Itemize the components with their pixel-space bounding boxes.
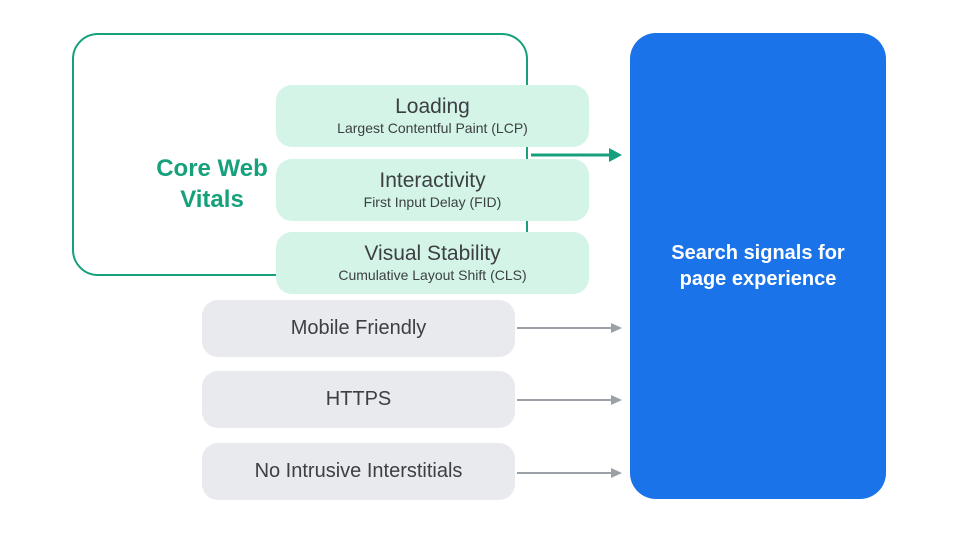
core-web-vitals-item-interactivity: Interactivity First Input Delay (FID) (276, 159, 589, 221)
arrow-https-to-result (517, 394, 622, 406)
loading-title: Loading (395, 95, 470, 119)
signal-no-intrusive-interstitials: No Intrusive Interstitials (202, 443, 515, 500)
signal-mobile-friendly: Mobile Friendly (202, 300, 515, 357)
loading-subtitle: Largest Contentful Paint (LCP) (337, 120, 528, 137)
no-intrusive-interstitials-label: No Intrusive Interstitials (254, 460, 463, 482)
visual-stability-title: Visual Stability (364, 242, 501, 266)
search-signals-result-box: Search signals for page experience (630, 33, 886, 499)
signal-https: HTTPS (202, 371, 515, 428)
search-signals-label: Search signals for page experience (671, 242, 845, 290)
core-web-vitals-group-box: Core Web Vitals Loading Largest Contentf… (72, 33, 589, 294)
arrow-line (531, 153, 611, 157)
arrow-mobile-friendly-to-result (517, 322, 622, 334)
interactivity-subtitle: First Input Delay (FID) (363, 194, 502, 211)
arrow-head-icon (611, 468, 622, 478)
arrow-head-icon (611, 395, 622, 405)
mobile-friendly-label: Mobile Friendly (290, 317, 427, 339)
core-web-vitals-label: Core Web Vitals (156, 155, 268, 214)
arrow-no-intrusive-interstitials-to-result (517, 467, 622, 479)
interactivity-title: Interactivity (379, 169, 486, 193)
arrow-head-icon (611, 323, 622, 333)
visual-stability-subtitle: Cumulative Layout Shift (CLS) (338, 267, 527, 284)
arrow-line (517, 327, 613, 329)
core-web-vitals-item-visual-stability: Visual Stability Cumulative Layout Shift… (276, 232, 589, 294)
arrow-line (517, 399, 613, 401)
core-web-vitals-item-loading: Loading Largest Contentful Paint (LCP) (276, 85, 589, 147)
https-label: HTTPS (325, 388, 392, 410)
arrow-line (517, 472, 613, 474)
arrow-head-icon (609, 148, 622, 162)
arrow-core-web-vitals-to-result (531, 147, 622, 163)
